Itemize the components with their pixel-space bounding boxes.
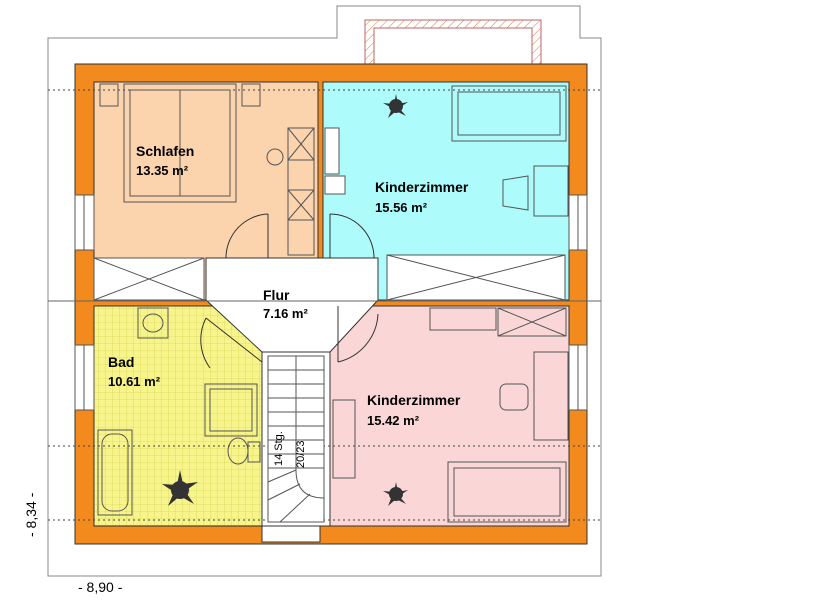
bed-double xyxy=(99,83,261,203)
dimension-depth: - 8,34 - xyxy=(23,492,39,537)
staircase xyxy=(267,355,325,523)
room-kinderzimmer-2-floor xyxy=(329,305,570,527)
plant-bad-icon xyxy=(162,470,198,506)
stair-ratio-label: 20/23 xyxy=(295,440,307,468)
plant-pot xyxy=(266,148,284,166)
label-kinderzimmer-2-name: Kinderzimmer xyxy=(367,392,461,408)
desk-kinder2 xyxy=(499,351,569,441)
stair-landing xyxy=(261,525,321,543)
windows xyxy=(74,194,588,411)
door-kinderzimmer-2 xyxy=(337,306,379,363)
label-bad-name: Bad xyxy=(108,354,134,370)
cabinet-kinder2 xyxy=(332,399,356,479)
door-bad xyxy=(200,317,263,369)
label-flur-area: 7.16 m² xyxy=(263,306,308,321)
label-schlafen-name: Schlafen xyxy=(136,143,194,159)
bathroom-fixtures xyxy=(97,307,261,516)
shelf-kinder2 xyxy=(429,307,567,337)
wardrobe xyxy=(287,127,315,256)
label-flur-name: Flur xyxy=(263,287,290,303)
desk-kinder1 xyxy=(502,165,569,217)
door-kinderzimmer-1 xyxy=(329,213,375,259)
room-flur-floor xyxy=(205,257,379,353)
bed-kinder2 xyxy=(447,461,567,523)
shelf-kinder1 xyxy=(324,127,346,195)
bed-kinder1 xyxy=(451,85,567,142)
label-kinderzimmer-1-name: Kinderzimmer xyxy=(375,179,469,195)
label-kinderzimmer-2-area: 15.42 m² xyxy=(367,413,420,428)
dimension-width: - 8,90 - xyxy=(78,579,123,595)
door-schlafen xyxy=(225,213,269,259)
label-kinderzimmer-1-area: 15.56 m² xyxy=(375,200,428,215)
site-outline xyxy=(47,5,602,577)
plant-kinder2-icon xyxy=(383,482,408,506)
plant-kinder1-icon xyxy=(383,94,408,118)
stair-steps-label: 14 Stg. xyxy=(273,431,285,466)
label-bad-area: 10.61 m² xyxy=(108,374,161,389)
label-schlafen-area: 13.35 m² xyxy=(136,163,189,178)
